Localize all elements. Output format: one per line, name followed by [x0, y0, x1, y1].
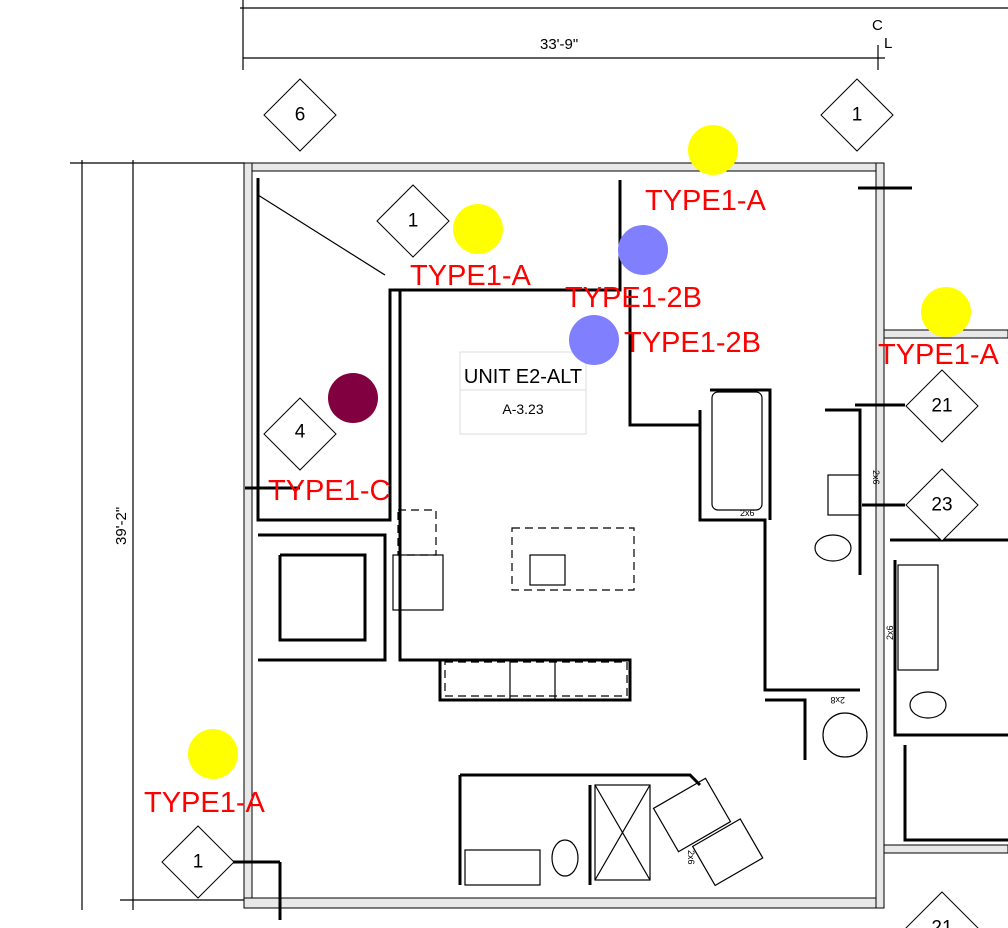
washer — [652, 777, 732, 853]
svg-text:1: 1 — [193, 852, 204, 873]
pantry — [392, 554, 444, 611]
stud-label: 2x6 — [740, 508, 755, 518]
cooktop — [509, 659, 556, 701]
stud-label: 2x6 — [686, 850, 696, 865]
water-heater — [822, 712, 868, 758]
wall-tag: 1 — [820, 78, 894, 152]
toilet — [909, 691, 947, 719]
kitchen-sink — [529, 554, 566, 586]
marker-label: TYPE1-A — [410, 260, 532, 292]
marker-dot[interactable] — [453, 204, 503, 254]
shower — [594, 784, 651, 881]
stud-label: 2x6 — [885, 625, 895, 640]
wall-tag: 21 — [905, 369, 979, 443]
dimension-top: 33'-9" C L — [240, 0, 1008, 70]
svg-text:1: 1 — [852, 105, 863, 126]
dimension-height-text: 39'-2" — [113, 507, 130, 545]
vanity — [464, 849, 541, 886]
bathtub — [711, 391, 763, 511]
marker-label: TYPE1-A — [878, 339, 1000, 371]
fixture-markers: TYPE1-A TYPE1-A TYPE1-2B TYPE1-2B TYPE1-… — [144, 125, 1000, 819]
svg-text:21: 21 — [931, 918, 952, 928]
dryer — [691, 818, 764, 887]
centerline-mark: L — [884, 35, 892, 52]
gridline-label: C — [872, 17, 883, 34]
marker-label: TYPE1-2B — [565, 282, 702, 314]
stud-label: 2x6 — [871, 470, 881, 485]
svg-text:21: 21 — [931, 396, 952, 417]
svg-text:1: 1 — [408, 211, 419, 232]
dimension-width-text: 33'-9" — [540, 36, 578, 53]
fridge — [397, 509, 437, 556]
marker-label: TYPE1-A — [645, 185, 767, 217]
marker-dot[interactable] — [328, 373, 378, 423]
toilet — [814, 534, 852, 562]
vanity-sink — [827, 474, 861, 516]
marker-dot[interactable] — [921, 287, 971, 337]
fixtures — [392, 391, 947, 887]
svg-text:6: 6 — [295, 105, 306, 126]
wall-tag: 4 — [263, 397, 337, 471]
svg-text:23: 23 — [931, 495, 952, 516]
vanity — [897, 564, 939, 671]
marker-dot[interactable] — [188, 729, 238, 779]
dimension-left: 39'-2" — [70, 160, 245, 910]
wall-tag: 1 — [161, 825, 235, 899]
wall-tag: 23 — [905, 468, 979, 542]
marker-dot[interactable] — [688, 125, 738, 175]
stud-label: 2x8 — [830, 695, 845, 705]
unit-label: UNIT E2-ALT A-3.23 — [459, 351, 587, 435]
kitchen-counter — [444, 661, 628, 697]
svg-text:4: 4 — [295, 422, 306, 443]
wall-tag: 6 — [263, 78, 337, 152]
marker-label: TYPE1-C — [268, 475, 390, 507]
sheet-ref: A-3.23 — [502, 401, 543, 417]
wall-tag: 21 — [905, 891, 979, 928]
marker-label: TYPE1-2B — [624, 327, 761, 359]
interior-walls — [228, 178, 1008, 920]
marker-dot[interactable] — [569, 315, 619, 365]
toilet — [551, 839, 579, 877]
wall-tag: 1 — [376, 184, 450, 258]
marker-label: TYPE1-A — [144, 787, 266, 819]
unit-name: UNIT E2-ALT — [464, 366, 582, 388]
marker-dot[interactable] — [618, 225, 668, 275]
